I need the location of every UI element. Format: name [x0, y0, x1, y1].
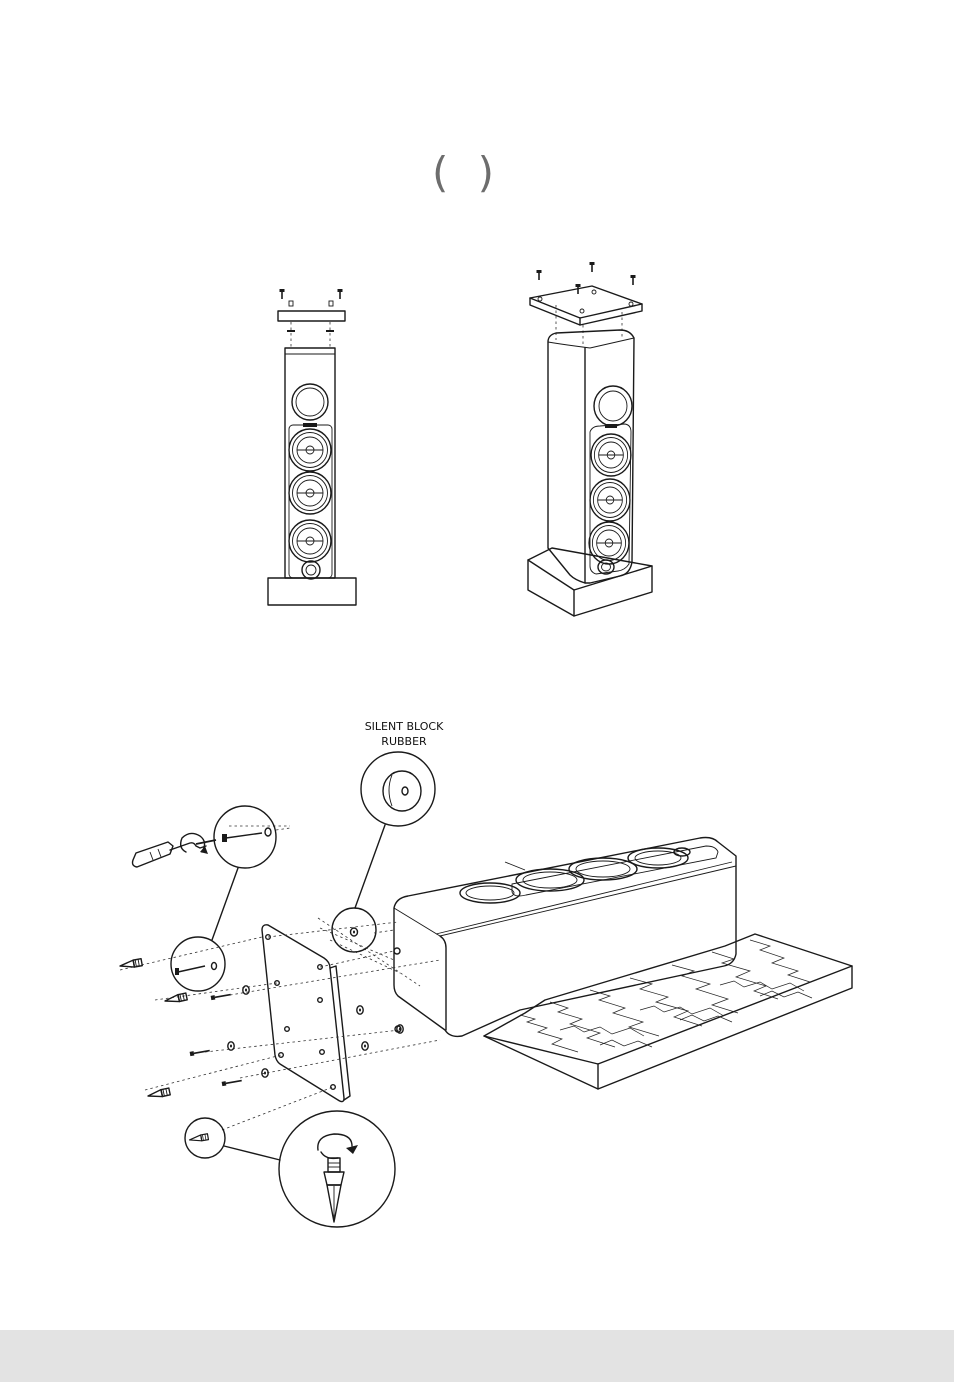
silent-block-rubber-callout: SILENT BLOCK RUBBER — [332, 720, 444, 952]
top-plate-screws — [280, 289, 343, 306]
page-title-glyph: ( ) — [432, 148, 502, 197]
silent-block-label-line2: RUBBER — [381, 735, 427, 748]
iso-top-plate — [530, 286, 642, 325]
bolt-detail-callout — [171, 937, 225, 991]
isometric-view-speaker-figure — [528, 262, 652, 616]
spike-detail-callout-small — [185, 1118, 225, 1158]
alignment-lines — [120, 826, 440, 1130]
horizontal-assembly-figure: SILENT BLOCK RUBBER — [119, 720, 852, 1227]
horizontal-speaker-cabinet — [394, 838, 736, 1037]
silent-block-label-line1: SILENT BLOCK — [365, 720, 444, 733]
iso-screws — [537, 262, 636, 294]
washers — [228, 986, 403, 1077]
wooden-shelf — [484, 934, 852, 1089]
top-plate — [278, 311, 345, 321]
speaker-cabinet-front — [285, 348, 335, 579]
base-plate — [262, 925, 350, 1102]
spike-adjustment-detail-callout — [279, 1111, 395, 1227]
screwdriver-icon — [133, 833, 217, 867]
floor-spikes — [119, 959, 187, 1100]
iso-speaker-cabinet — [548, 330, 634, 583]
base-block-front — [268, 578, 356, 605]
screwdriver-detail-callout — [214, 806, 290, 868]
front-view-speaker-figure — [268, 289, 356, 605]
page-footer-band — [0, 1330, 954, 1382]
